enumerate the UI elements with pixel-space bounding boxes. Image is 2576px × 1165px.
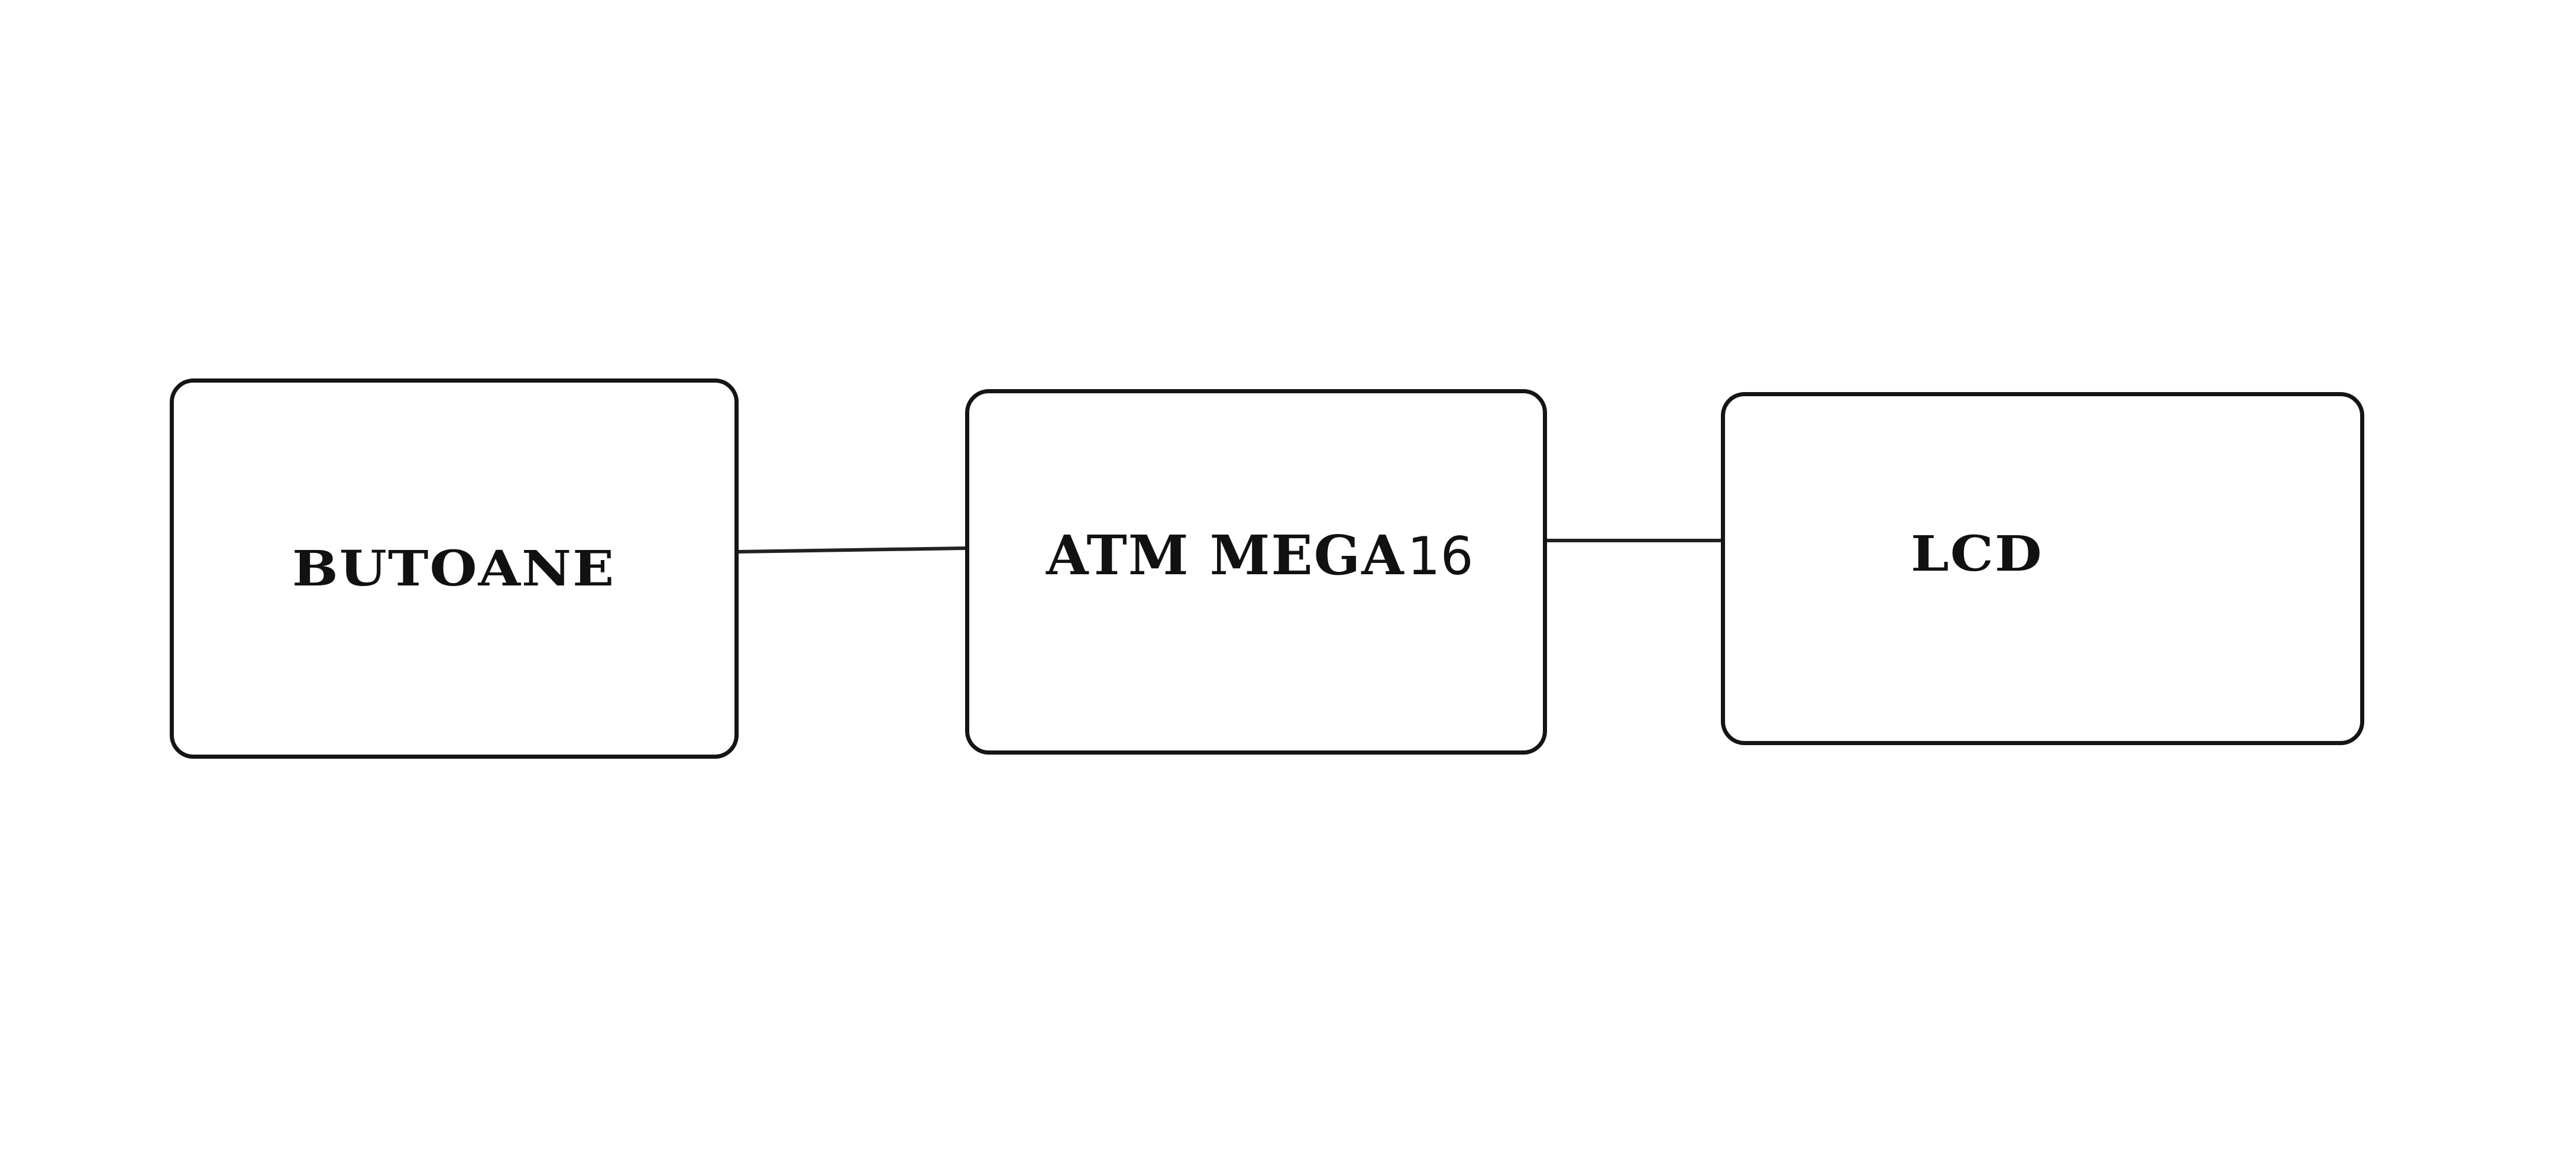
atmega-label-group: ATM MEGA16 [1046, 528, 1474, 583]
lcd-label: LCD [1911, 525, 2043, 582]
connector-butoane-atmega [738, 546, 966, 554]
atmega-block: ATM MEGA16 [965, 389, 1547, 755]
butoane-label: BUTOANE [292, 539, 616, 597]
atmega-model-number: 16 [1407, 526, 1474, 587]
atmega-label: ATM MEGA [1046, 523, 1405, 587]
lcd-block: LCD [1721, 392, 2364, 745]
butoane-block: BUTOANE [170, 378, 739, 759]
